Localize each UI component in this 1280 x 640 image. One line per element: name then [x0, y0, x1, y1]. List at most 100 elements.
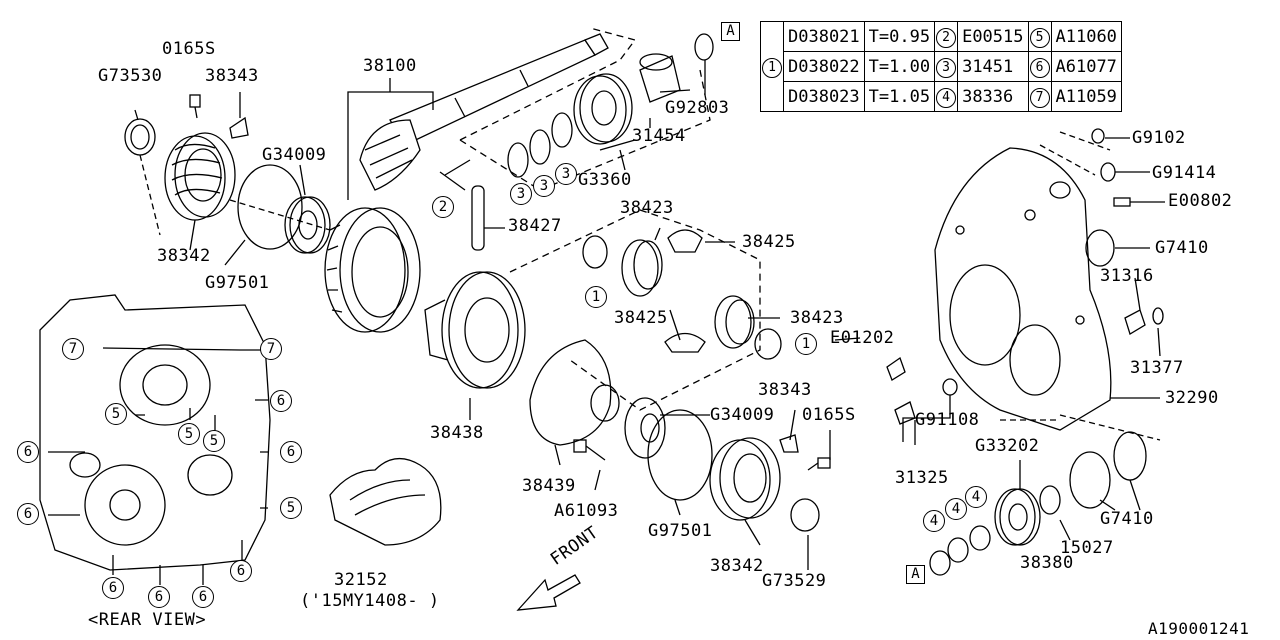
legend-row: D038022 T=1.00 3 31451 6 A61077	[761, 51, 1122, 82]
legend-key-7: 7	[1027, 81, 1052, 112]
part-label: A61093	[554, 501, 619, 521]
part-label: 38425	[742, 232, 796, 252]
callout-3: 3	[533, 175, 555, 197]
part-label: 31316	[1100, 266, 1154, 286]
callout-5: 5	[280, 497, 302, 519]
callout-3: 3	[510, 183, 532, 205]
callout-5: 5	[178, 423, 200, 445]
housing-32290	[934, 147, 1112, 431]
part-label: 38427	[508, 216, 562, 236]
bearing-g34009-left	[284, 196, 331, 254]
part-label: 38423	[790, 308, 844, 328]
legend-part: A61077	[1050, 51, 1122, 82]
part-label: 38343	[205, 66, 259, 86]
part-label: 31325	[895, 468, 949, 488]
legend-thickness: T=1.05	[863, 81, 936, 112]
bearing-g34009-right	[624, 397, 666, 459]
legend-part: 38336	[957, 81, 1029, 112]
rear-view-case	[39, 294, 271, 571]
part-label: 38342	[710, 556, 764, 576]
callout-6: 6	[280, 441, 302, 463]
callout-6: 6	[192, 586, 214, 608]
callout-1: 1	[585, 286, 607, 308]
callout-6: 6	[102, 577, 124, 599]
callout-4: 4	[945, 498, 967, 520]
part-label-note: ('15MY1408- )	[300, 591, 440, 611]
lock-38343-left	[229, 116, 249, 139]
part-label: G7410	[1155, 238, 1209, 258]
ring-gear	[324, 207, 421, 333]
lock-38343-right	[779, 434, 799, 453]
part-label: 38342	[157, 246, 211, 266]
bearing-holder-38342-right	[709, 437, 781, 521]
part-label: G91414	[1152, 163, 1217, 183]
callout-6: 6	[230, 560, 252, 582]
callout-2: 2	[432, 196, 454, 218]
legend-part: E00515	[957, 21, 1029, 52]
part-label: 38439	[522, 476, 576, 496]
rear-view-label: <REAR VIEW>	[88, 610, 207, 630]
legend-key-1: 1	[760, 21, 784, 112]
part-label: 38438	[430, 423, 484, 443]
legend-row: D038023 T=1.05 4 38336 7 A11059	[761, 81, 1122, 112]
part-label: G3360	[578, 170, 632, 190]
bolt-a61093	[573, 439, 606, 461]
legend-thickness: T=0.95	[863, 21, 936, 52]
diff-case-38438	[424, 271, 526, 389]
part-label: 31377	[1130, 358, 1184, 378]
legend-key-4: 4	[934, 81, 959, 112]
legend-row: 1 D038021 T=0.95 2 E00515 5 A11060	[760, 21, 1122, 112]
part-label: G97501	[648, 521, 713, 541]
o-ring-g97501-right	[647, 409, 713, 501]
part-label: 38425	[614, 308, 668, 328]
callout-4: 4	[923, 510, 945, 532]
part-label: G91108	[915, 410, 980, 430]
part-label: E00802	[1168, 191, 1233, 211]
washer-1-bottom	[754, 328, 782, 360]
part-label: 38423	[620, 198, 674, 218]
bolt-0165s-right	[807, 457, 831, 471]
ref-mark-a-top: A	[721, 22, 740, 41]
legend-key-3: 3	[934, 51, 959, 82]
part-label: 38380	[1020, 553, 1074, 573]
diagram-id: A190001241	[1148, 619, 1250, 638]
part-label: E01202	[830, 328, 895, 348]
part-label: G7410	[1100, 509, 1154, 529]
callout-3: 3	[555, 163, 577, 185]
legend-key-6: 6	[1027, 51, 1052, 82]
seal-g73529	[790, 498, 820, 532]
part-label: G97501	[205, 273, 270, 293]
part-label: 38100	[363, 56, 417, 76]
part-label: 32152	[334, 570, 388, 590]
legend-key-2: 2	[934, 21, 959, 52]
callout-7: 7	[62, 338, 84, 360]
seal-g73530	[124, 118, 156, 156]
callout-6: 6	[17, 503, 39, 525]
legend-part: 31451	[957, 51, 1029, 82]
callout-6: 6	[270, 390, 292, 412]
legend-table: 1 D038021 T=0.95 2 E00515 5 A11060 D0380…	[760, 21, 1122, 112]
part-label: G73530	[98, 66, 163, 86]
legend-part: A11060	[1050, 21, 1122, 52]
front-arrow	[516, 574, 581, 611]
washer-1-top	[582, 235, 608, 269]
callout-5: 5	[203, 430, 225, 452]
part-label: G34009	[710, 405, 775, 425]
legend-key-5: 5	[1027, 21, 1052, 52]
cover-32152	[329, 458, 442, 546]
side-gear-38423-top	[621, 239, 663, 297]
part-label: 0165S	[802, 405, 856, 425]
legend-part: D038022	[783, 51, 865, 82]
part-label: G9102	[1132, 128, 1186, 148]
callout-6: 6	[17, 441, 39, 463]
diff-cover-38439	[529, 339, 620, 446]
part-label: G34009	[262, 145, 327, 165]
callout-1: 1	[795, 333, 817, 355]
pinion-38425-top	[667, 229, 703, 253]
part-label: 32290	[1165, 388, 1219, 408]
bolt-0165s-left	[189, 94, 201, 119]
legend-thickness: T=1.00	[863, 51, 936, 82]
legend-part: D038023	[783, 81, 865, 112]
